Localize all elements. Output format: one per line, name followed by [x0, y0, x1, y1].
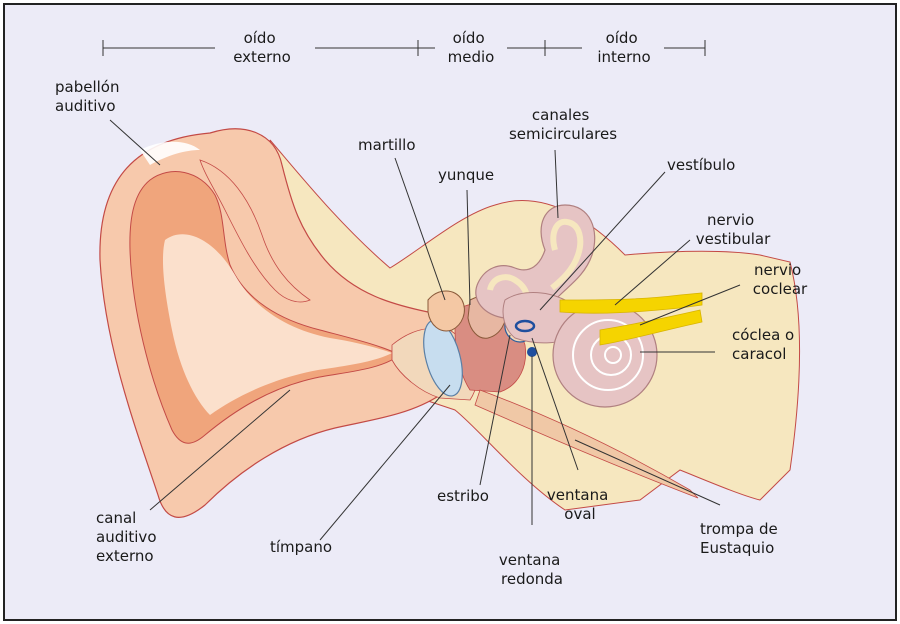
label-round-window: ventana redonda [499, 551, 565, 588]
label-eustachian-tube: trompa de Eustaquio [700, 520, 783, 557]
label-pinna: pabellón auditivo [55, 78, 124, 115]
label-vestibule: vestíbulo [667, 156, 735, 174]
section-middle-label: oído medio [448, 29, 495, 66]
malleus [428, 291, 464, 331]
label-malleus: martillo [358, 136, 416, 154]
label-eardrum: tímpano [270, 538, 332, 556]
label-cochlear-nerve: nervio coclear [753, 261, 808, 298]
label-incus: yunque [438, 166, 494, 184]
label-stapes: estribo [437, 487, 489, 505]
